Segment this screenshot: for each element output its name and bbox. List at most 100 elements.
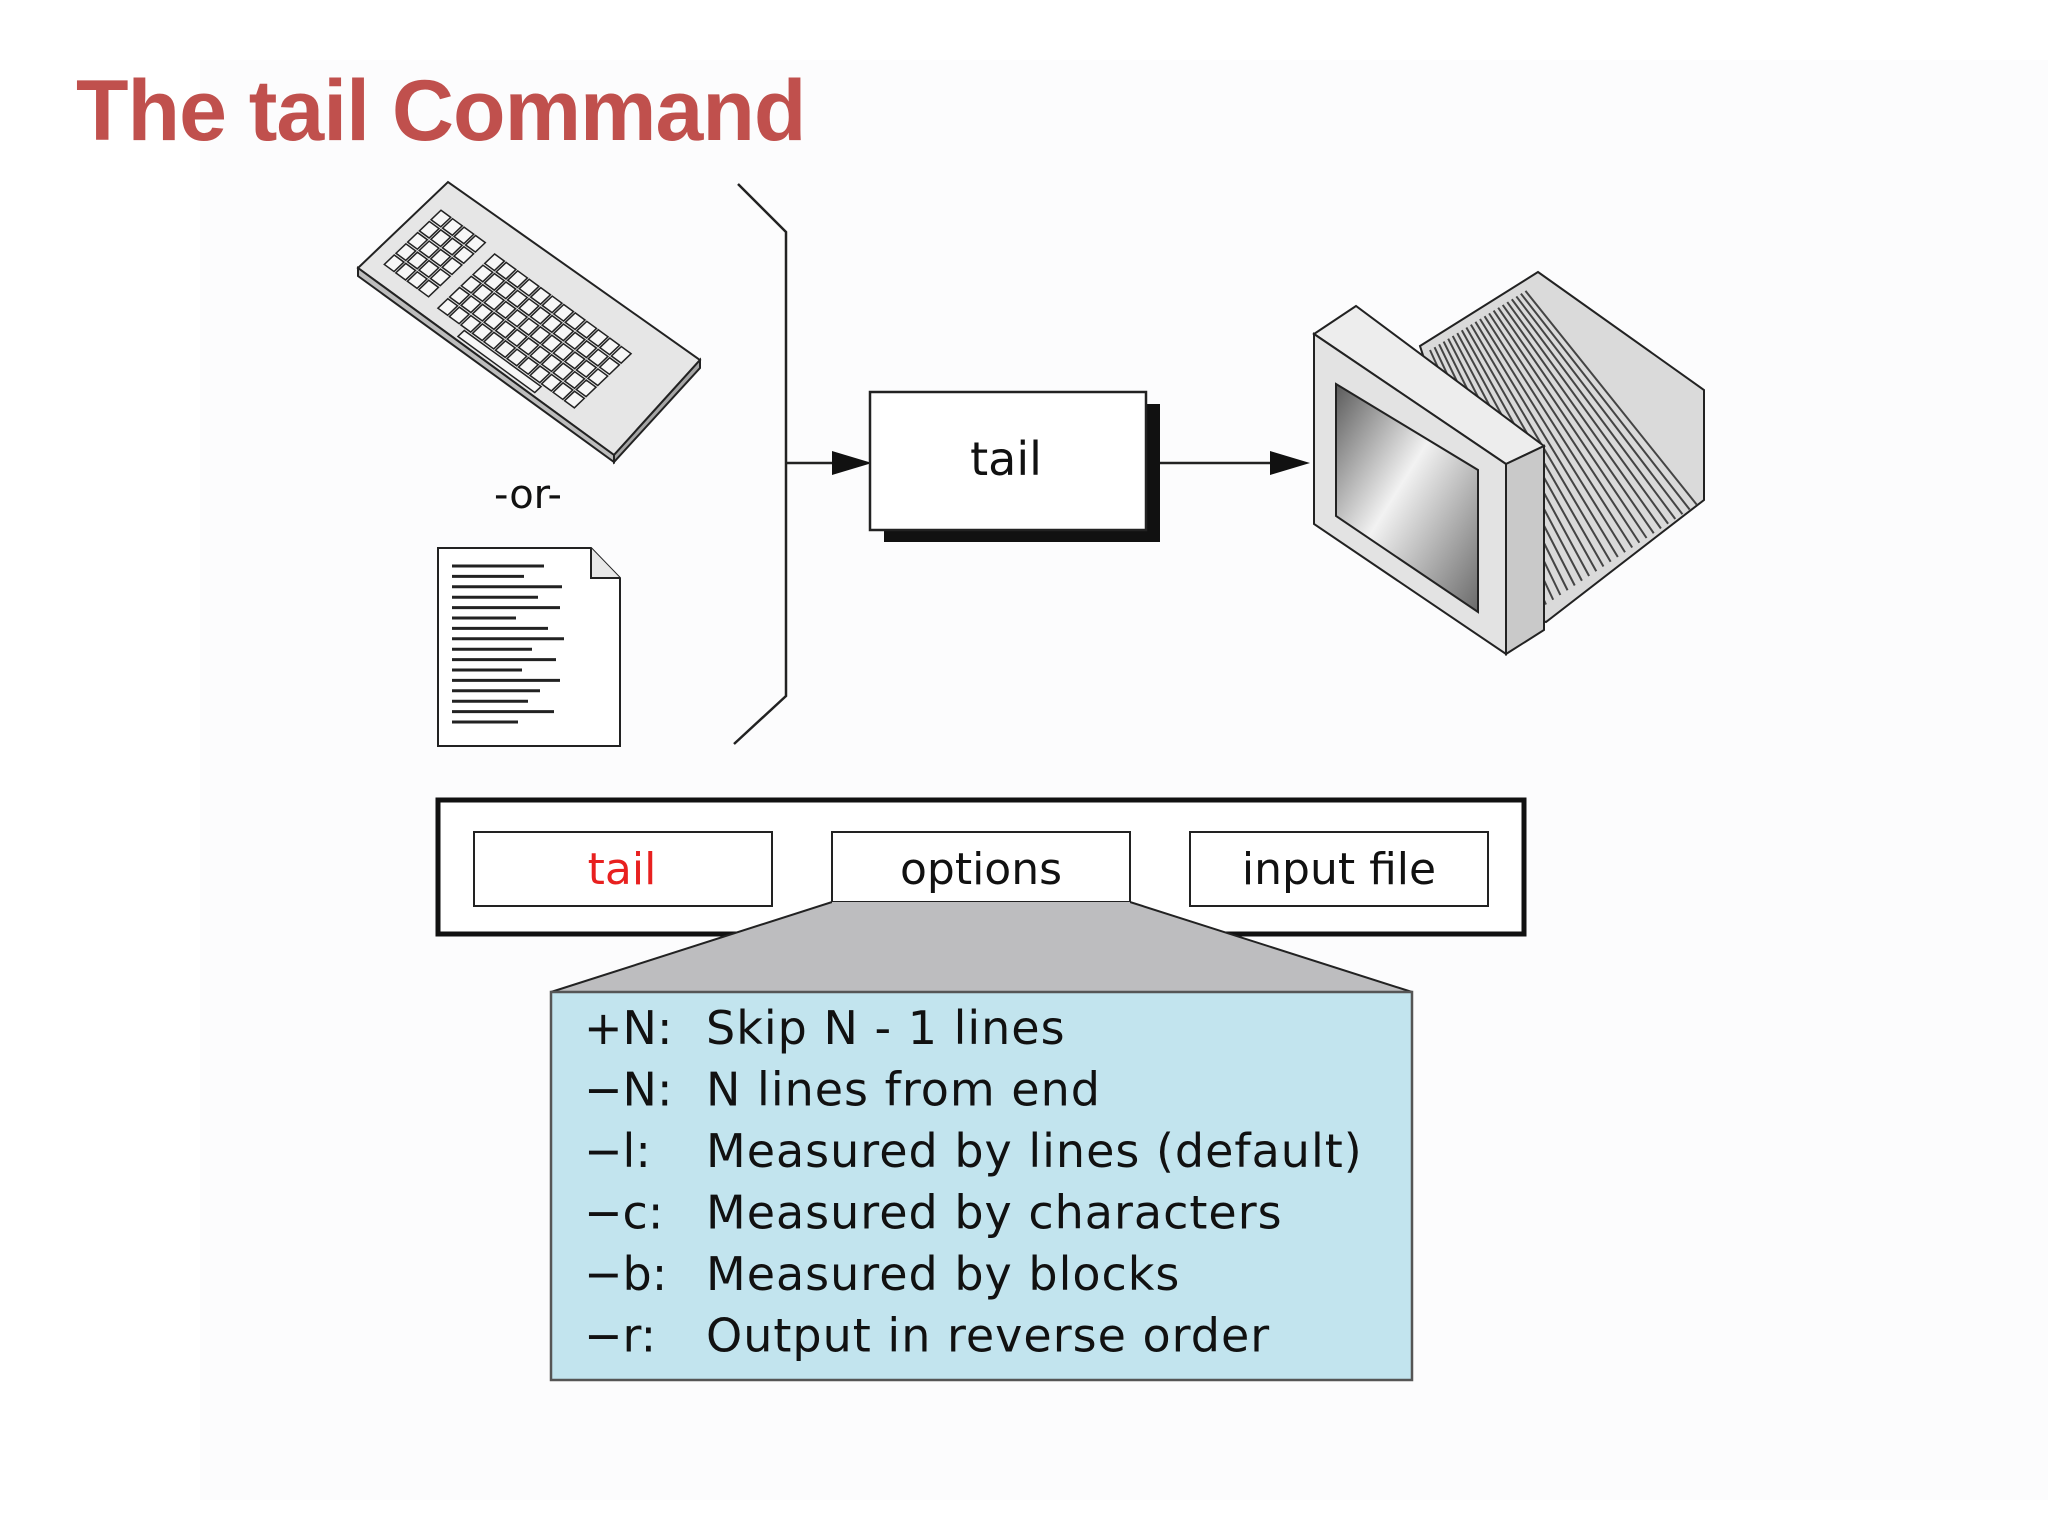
keyboard-key bbox=[495, 261, 518, 280]
keyboard-key bbox=[436, 297, 459, 317]
keyboard-key bbox=[482, 331, 505, 350]
options-list: +N:Skip N - 1 lines −N:N lines from end −l… bbox=[584, 1001, 1363, 1363]
tail-process-label: tail bbox=[970, 432, 1042, 486]
keyboard-key bbox=[575, 320, 598, 339]
keyboard-key bbox=[564, 331, 586, 351]
keyboard-key bbox=[452, 226, 475, 245]
syntax-command: tail bbox=[588, 844, 657, 895]
option-flag: −r: bbox=[584, 1309, 656, 1363]
keyboard-key bbox=[460, 275, 483, 294]
keyboard-key bbox=[417, 279, 440, 298]
keyboard-key bbox=[483, 311, 505, 331]
keyboard-key bbox=[587, 328, 610, 348]
slide-title: The tail Command bbox=[76, 63, 806, 159]
keyboard-key bbox=[575, 339, 598, 359]
or-label: -or- bbox=[494, 472, 562, 518]
keyboard-key bbox=[483, 292, 506, 311]
keyboard-key bbox=[471, 322, 494, 342]
monitor-icon bbox=[1312, 270, 1705, 656]
keyboard-key bbox=[517, 356, 540, 376]
keyboard-key bbox=[452, 245, 475, 265]
option-description: N lines from end bbox=[706, 1063, 1101, 1117]
option-row: −b: Measured by blocks bbox=[584, 1247, 1180, 1301]
keyboard-key bbox=[418, 220, 441, 239]
keyboard-key bbox=[494, 300, 517, 320]
keyboard-icon bbox=[356, 180, 702, 465]
option-description: Skip N - 1 lines bbox=[706, 1001, 1066, 1055]
keyboard-key bbox=[441, 237, 464, 256]
keyboard-key bbox=[448, 286, 471, 306]
syntax-options-box bbox=[831, 831, 1131, 907]
keyboard-key bbox=[417, 259, 440, 279]
keyboard-key bbox=[552, 342, 575, 362]
syntax-options: options bbox=[900, 844, 1062, 895]
vent-line bbox=[1497, 307, 1655, 534]
keyboard-key bbox=[552, 323, 575, 342]
keyboard-keys bbox=[383, 209, 633, 409]
keyboard-key bbox=[459, 314, 482, 334]
keyboard-key bbox=[529, 325, 552, 345]
syntax-input-file: input file bbox=[1242, 844, 1436, 895]
keyboard-key bbox=[429, 209, 452, 228]
keyboard-key bbox=[471, 303, 494, 322]
keyboard-key bbox=[529, 345, 552, 364]
keyboard-key bbox=[598, 337, 621, 356]
keyboard-key bbox=[575, 359, 598, 379]
keyboard-key bbox=[551, 381, 574, 401]
option-flag: −c: bbox=[584, 1186, 663, 1240]
keyboard-key bbox=[406, 270, 429, 290]
keyboard-key bbox=[541, 295, 564, 314]
keyboard-key bbox=[506, 289, 529, 308]
syntax-input-file-box bbox=[1189, 831, 1489, 907]
document-text-lines bbox=[452, 564, 564, 724]
keyboard-key bbox=[406, 251, 429, 270]
vent-line bbox=[1501, 304, 1662, 530]
option-row: −c: Measured by characters bbox=[584, 1186, 1283, 1240]
keyboard-key bbox=[505, 348, 528, 367]
keyboard-key bbox=[587, 348, 610, 367]
keyboard-key bbox=[528, 365, 551, 384]
keyboard-key bbox=[563, 390, 586, 409]
keyboard-key bbox=[517, 297, 540, 317]
keyboard-key bbox=[517, 317, 540, 336]
option-description: Measured by lines (default) bbox=[706, 1124, 1363, 1178]
keyboard-key bbox=[471, 264, 494, 283]
option-flag: −b: bbox=[584, 1247, 667, 1301]
keyboard-key bbox=[586, 367, 609, 387]
option-row: +N:Skip N - 1 lines bbox=[584, 1001, 1066, 1055]
keyboard-key bbox=[575, 379, 598, 398]
option-row: −N:N lines from end bbox=[584, 1063, 1101, 1117]
keyboard-key bbox=[494, 339, 517, 359]
keyboard-key bbox=[464, 234, 487, 254]
vent-line bbox=[1511, 298, 1677, 520]
keyboard-key bbox=[540, 334, 563, 353]
keyboard-key bbox=[610, 345, 633, 365]
keyboard-key bbox=[406, 231, 429, 251]
keyboard-key bbox=[529, 286, 552, 306]
vent-line bbox=[1520, 293, 1691, 511]
keyboard-key bbox=[563, 370, 586, 390]
vent-line bbox=[1515, 295, 1684, 515]
keyboard-key bbox=[459, 294, 482, 314]
keyboard-key bbox=[552, 303, 575, 323]
keyboard-key bbox=[394, 242, 417, 262]
keyboard-key bbox=[383, 254, 406, 273]
keyboard-key bbox=[418, 240, 441, 259]
input-arrow bbox=[786, 451, 872, 475]
keyboard-key bbox=[506, 269, 529, 289]
keyboard-key bbox=[441, 256, 464, 276]
option-description: Output in reverse order bbox=[706, 1309, 1270, 1363]
keyboard-key bbox=[540, 353, 563, 373]
vent-line bbox=[1483, 315, 1634, 549]
keyboard-key bbox=[506, 309, 529, 328]
tail-process-box: tail bbox=[868, 390, 1160, 542]
vent-line bbox=[1488, 312, 1641, 544]
keyboard-key bbox=[429, 228, 452, 248]
keyboard-key bbox=[598, 356, 621, 376]
syntax-command-box bbox=[473, 831, 773, 907]
option-row: −l:Measured by lines (default) bbox=[584, 1124, 1363, 1178]
option-description: Measured by blocks bbox=[706, 1247, 1180, 1301]
keyboard-key bbox=[518, 278, 541, 297]
keyboard-key bbox=[540, 314, 563, 334]
option-description: Measured by characters bbox=[706, 1186, 1283, 1240]
